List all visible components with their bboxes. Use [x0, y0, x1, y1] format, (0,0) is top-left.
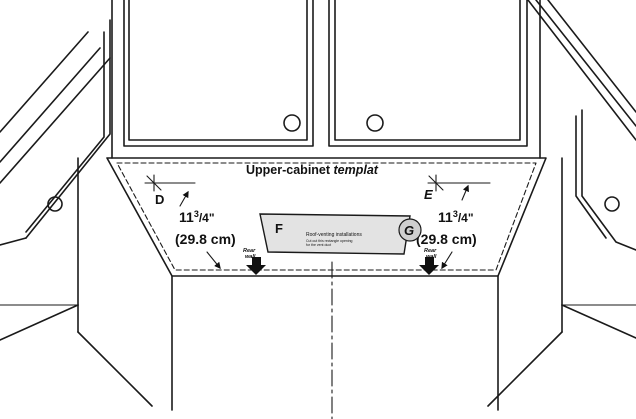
- right-cabinet-door: [328, 0, 541, 159]
- roof-venting-line2: for the vent duct: [306, 243, 331, 247]
- rear-wall-left-label-1: Rear: [243, 248, 256, 254]
- rear-wall-left-arrow-icon: [246, 257, 266, 275]
- label-f: F: [275, 221, 283, 236]
- left-dimension-imperial: 113/4": [179, 209, 215, 225]
- right-side-knob-icon: [604, 196, 620, 212]
- left-side-knob-icon: [47, 196, 63, 212]
- right-dimension: [427, 174, 491, 270]
- right-dimension-metric: (29.8 cm): [416, 231, 477, 247]
- left-cabinet-door: [111, 0, 314, 159]
- roof-vent-cutout: [259, 213, 411, 255]
- right-side-cabinet: [487, 0, 636, 407]
- left-dimension: [144, 174, 221, 270]
- left-dimension-metric: (29.8 cm): [175, 231, 236, 247]
- label-e: E: [424, 187, 433, 202]
- left-side-cabinet: [0, 19, 153, 407]
- rear-wall-right-label-1: Rear: [424, 248, 437, 254]
- rear-wall-right-label-2: wall: [426, 254, 437, 260]
- rear-wall-left-label-2: wall: [245, 254, 256, 260]
- right-door-knob-icon: [366, 114, 384, 132]
- left-door-knob-icon: [283, 114, 301, 132]
- lower-walls: [77, 275, 563, 411]
- right-dimension-imperial: 113/4": [438, 209, 474, 225]
- roof-venting-title: Roof-venting installations: [306, 232, 362, 238]
- template-title: Upper-cabinet templat: [246, 163, 379, 177]
- label-d: D: [155, 192, 164, 207]
- rear-wall-right-arrow-icon: [419, 257, 439, 275]
- label-g-circle: [398, 218, 422, 242]
- roof-venting-line1: Cut out this rectangle opening: [306, 239, 353, 243]
- label-g: G: [404, 223, 414, 238]
